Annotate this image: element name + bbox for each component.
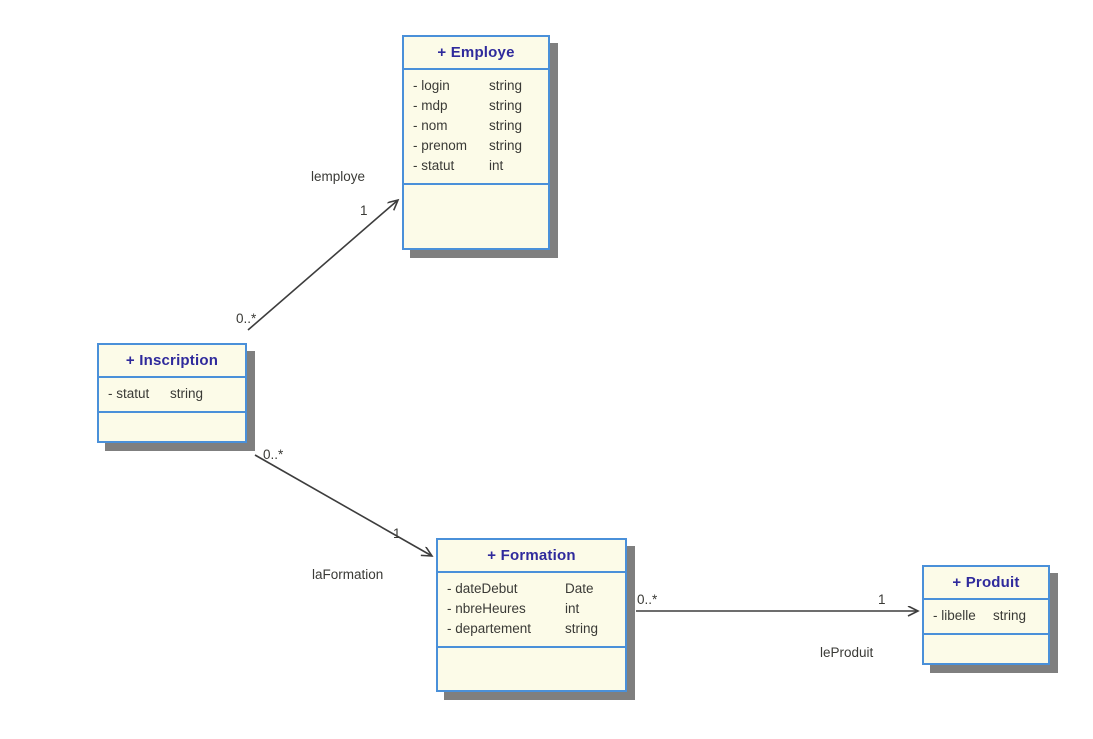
attribute-type: int xyxy=(489,158,504,173)
attribute-name: - dateDebut xyxy=(447,581,518,596)
attribute-name: - statut xyxy=(108,386,150,401)
attribute-name: - prenom xyxy=(413,138,468,153)
class-box-employe[interactable]: + Employe - login string - mdp string - … xyxy=(402,35,550,250)
attribute-type: string xyxy=(489,118,523,133)
class-title-inscription: + Inscription xyxy=(99,345,245,378)
attribute-type: string xyxy=(170,386,204,401)
attribute-type: string xyxy=(993,608,1027,623)
attribute-name: - libelle xyxy=(933,608,976,623)
association-label-leproduit: leProduit xyxy=(820,645,874,660)
attribute-row: - statut int xyxy=(404,156,548,176)
attribute-type: string xyxy=(489,78,523,93)
association-multiplicity-employe-target: 1 xyxy=(360,203,368,218)
association-multiplicity-employe-source: 0..* xyxy=(236,311,257,326)
attribute-row: - mdp string xyxy=(404,96,548,116)
attribute-type: int xyxy=(565,601,580,616)
class-title-employe: + Employe xyxy=(404,37,548,70)
association-multiplicity-formation-target: 1 xyxy=(393,526,401,541)
class-attributes-inscription: - statut string xyxy=(99,378,245,413)
attribute-row: - dateDebut Date xyxy=(438,579,625,599)
attribute-row: - departement string xyxy=(438,619,625,639)
class-attributes-produit: - libelle string xyxy=(924,600,1048,635)
class-attributes-formation: - dateDebut Date - nbreHeures int - depa… xyxy=(438,573,625,648)
attribute-type: string xyxy=(489,98,523,113)
association-multiplicity-produit-target: 1 xyxy=(878,592,886,607)
attribute-type: string xyxy=(489,138,523,153)
attribute-name: - login xyxy=(413,78,450,93)
association-line-inscription-formation xyxy=(254,454,432,556)
class-box-formation[interactable]: + Formation - dateDebut Date - nbreHeure… xyxy=(436,538,627,692)
attribute-name: - mdp xyxy=(413,98,448,113)
association-label-lemploye: lemploye xyxy=(311,169,366,184)
attribute-row: - statut string xyxy=(99,384,245,404)
class-attributes-employe: - login string - mdp string - nom string… xyxy=(404,70,548,185)
association-line-inscription-employe xyxy=(247,200,398,331)
attribute-type: Date xyxy=(565,581,594,596)
attribute-name: - departement xyxy=(447,621,532,636)
association-label-laformation: laFormation xyxy=(312,567,384,582)
attribute-name: - nom xyxy=(413,118,448,133)
class-box-produit[interactable]: + Produit - libelle string xyxy=(922,565,1050,665)
association-multiplicity-formation-source: 0..* xyxy=(263,447,284,462)
attribute-type: string xyxy=(565,621,599,636)
attribute-name: - nbreHeures xyxy=(447,601,526,616)
attribute-row: - nbreHeures int xyxy=(438,599,625,619)
class-box-inscription[interactable]: + Inscription - statut string xyxy=(97,343,247,443)
attribute-name: - statut xyxy=(413,158,455,173)
association-multiplicity-produit-source: 0..* xyxy=(637,592,658,607)
attribute-row: - libelle string xyxy=(924,606,1048,626)
attribute-row: - prenom string xyxy=(404,136,548,156)
class-title-produit: + Produit xyxy=(924,567,1048,600)
class-title-formation: + Formation xyxy=(438,540,625,573)
attribute-row: - nom string xyxy=(404,116,548,136)
attribute-row: - login string xyxy=(404,76,548,96)
